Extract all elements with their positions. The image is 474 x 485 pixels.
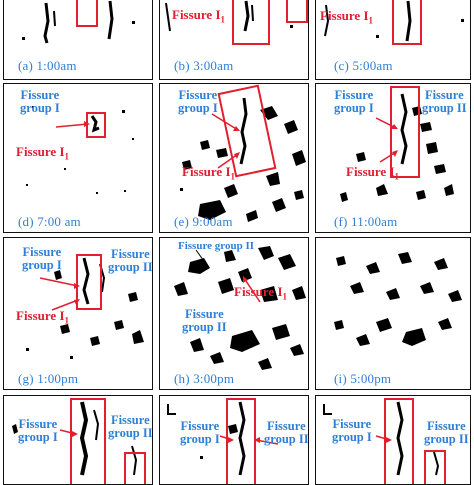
fissure-image-j — [12, 401, 138, 476]
fissure-i1-label: Fissure I1 — [320, 8, 374, 26]
caption-h: (h) 3:00pm — [174, 371, 235, 386]
caption-c: (c) 5:00am — [334, 58, 393, 73]
fissure-box — [392, 0, 422, 45]
caption-g: (g) 1:00pm — [18, 371, 79, 386]
fissure-i1-label: Fissure I1 — [346, 164, 400, 182]
fissure-box — [124, 452, 146, 484]
fissure-image-d — [26, 106, 134, 194]
fissure-image-k — [167, 401, 279, 476]
fissure-group-ii-short-label: Fissure group II — [178, 240, 255, 252]
fissure-box — [424, 450, 446, 484]
figure-grid: (a) 1:00am Fissure I1 (b) 3:00am Fissure… — [3, 0, 471, 485]
fissure-image-l — [323, 401, 440, 476]
fissure-box — [76, 0, 98, 27]
caption-b: (b) 3:00am — [174, 58, 234, 73]
fissure-box — [76, 254, 102, 310]
fissure-image-e — [180, 97, 306, 222]
caption-i: (i) 5:00pm — [334, 371, 392, 386]
panel-b: Fissure I1 (b) 3:00am — [159, 0, 309, 80]
fissure-box — [232, 0, 270, 45]
panel-a: (a) 1:00am — [3, 0, 153, 80]
caption-a: (a) 1:00am — [18, 58, 77, 73]
fissure-image-h — [174, 246, 306, 370]
fissure-i1-label: Fissure I1 — [234, 284, 288, 302]
fissure-box — [384, 398, 414, 484]
caption-f: (f) 11:00am — [334, 214, 398, 229]
panel-c: Fissure I1 (c) 5:00am — [315, 0, 471, 80]
fissure-image-c — [324, 0, 464, 42]
panel-i: (i) 5:00pm — [315, 237, 471, 390]
fissure-i1-label: Fissure I1 — [172, 7, 226, 25]
fissure-box — [226, 398, 256, 484]
fissure-image-a — [22, 0, 135, 44]
fissure-image-f — [340, 93, 454, 202]
fissure-i1-label: Fissure I1 — [16, 144, 70, 162]
caption-e: (e) 9:00am — [174, 214, 233, 229]
fissure-image-g — [26, 257, 144, 359]
fissure-image-b — [165, 0, 293, 32]
caption-d: (d) 7:00 am — [18, 214, 81, 229]
fissure-i1-label: Fissure I1 — [182, 164, 236, 182]
fissure-image-i — [334, 252, 462, 346]
fissure-box — [390, 86, 420, 178]
fissure-box — [86, 112, 106, 138]
fissure-i1-label: Fissure I1 — [16, 308, 70, 326]
fissure-box — [286, 0, 308, 23]
fissure-box — [70, 398, 106, 484]
